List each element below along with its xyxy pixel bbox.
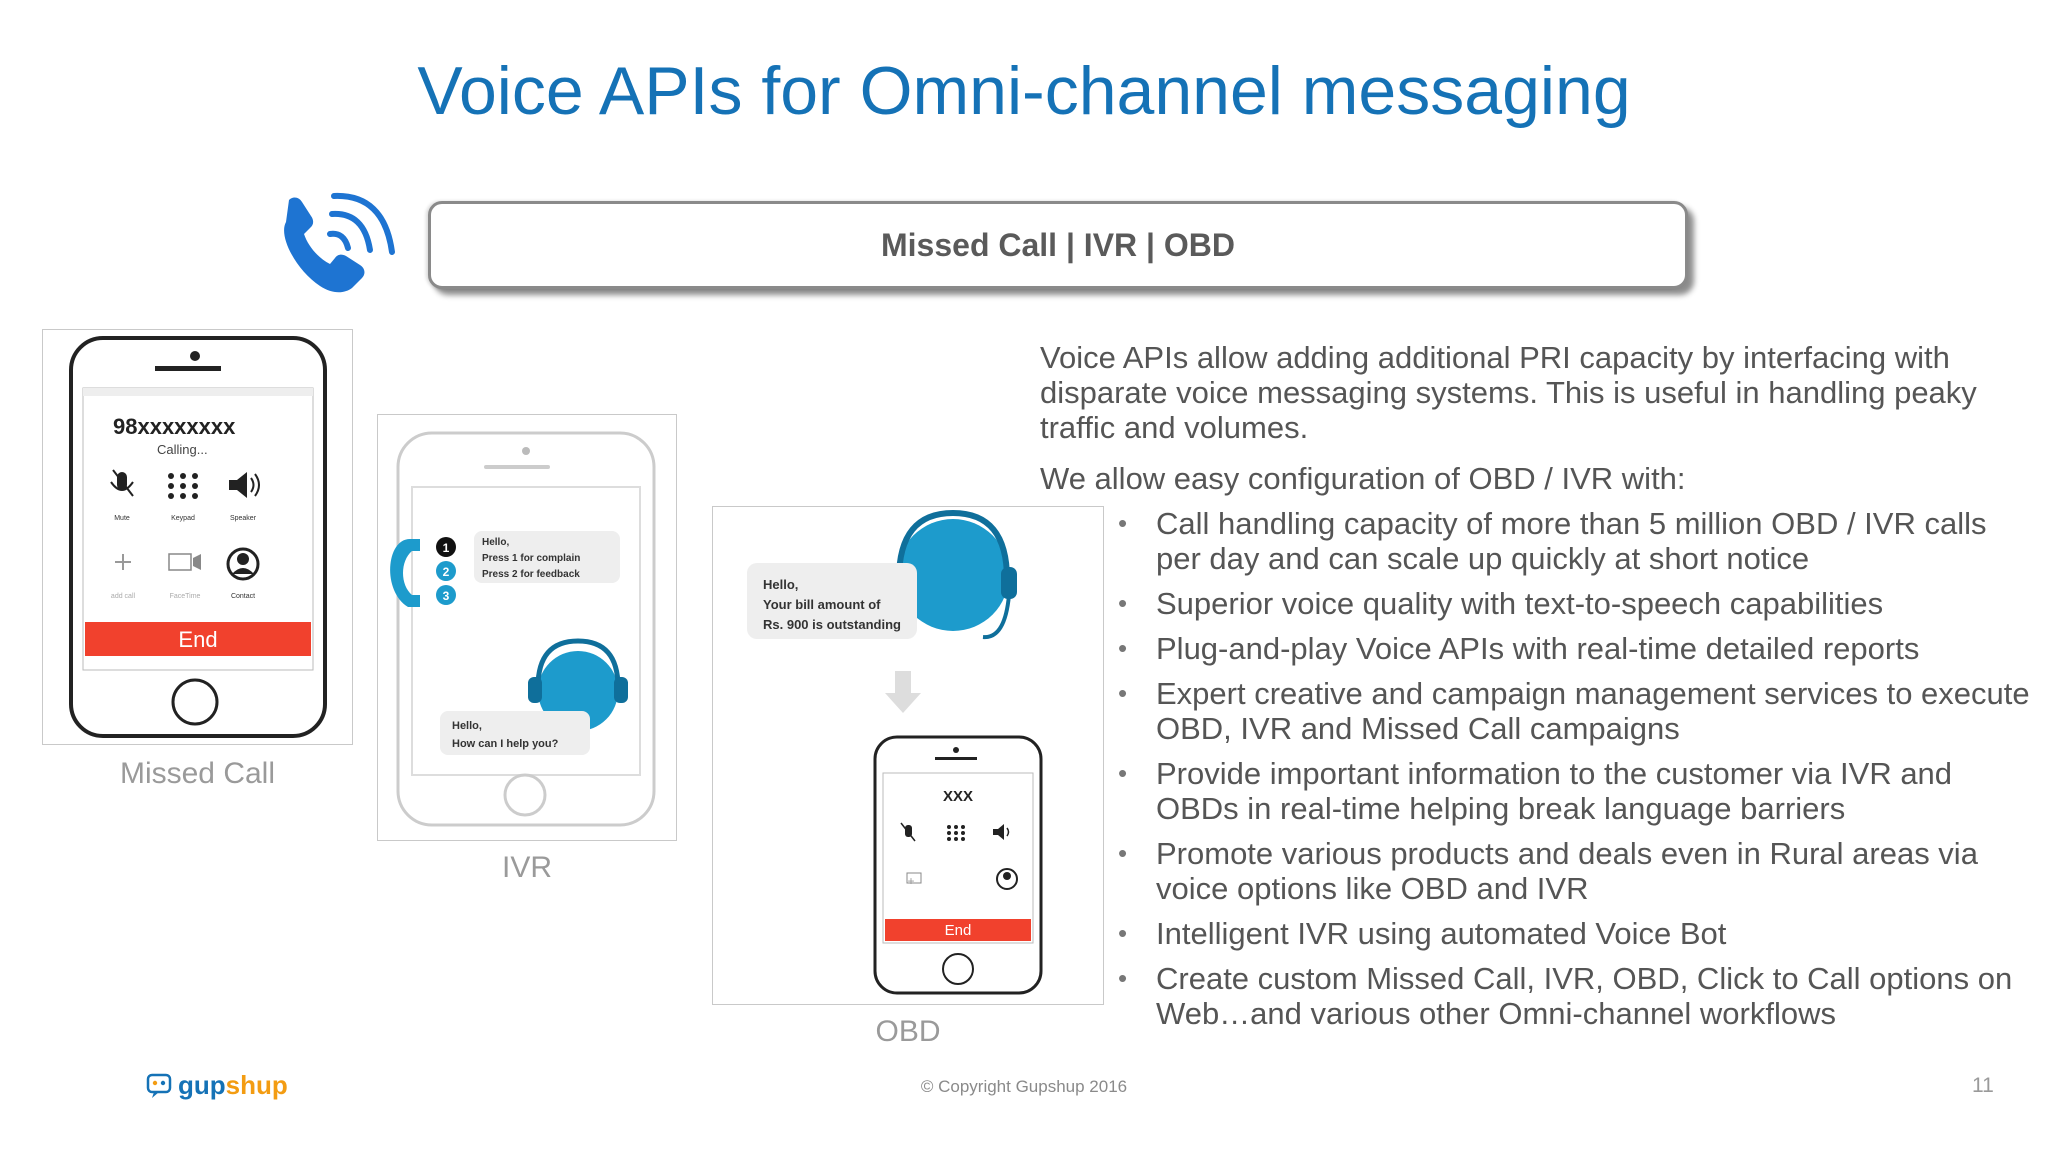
- svg-text:Mute: Mute: [114, 515, 130, 522]
- bullet: •: [1118, 678, 1128, 708]
- list-item: •Superior voice quality with text-to-spe…: [1118, 586, 1884, 621]
- bullet: •: [1118, 963, 1128, 993]
- svg-text:FaceTime: FaceTime: [170, 593, 201, 600]
- page-number: 11: [1972, 1074, 1994, 1097]
- feature-list: •Call handling capacity of more than 5 m…: [1040, 506, 2030, 1031]
- svg-text:Hello,: Hello,: [763, 577, 798, 592]
- bullet: •: [1118, 918, 1128, 948]
- bullet: •: [1118, 758, 1128, 788]
- list-item: •Promote various products and deals even…: [1118, 836, 1978, 906]
- logo-text-part2: shup: [225, 1070, 288, 1100]
- mute-icon: [110, 469, 134, 497]
- bullet: •: [1118, 838, 1128, 868]
- contact-icon: [996, 868, 1018, 890]
- list-item: •Expert creative and campaign management…: [1118, 676, 2030, 746]
- menu-option-2: [436, 561, 456, 581]
- facetime-icon: [168, 553, 201, 571]
- svg-text:End: End: [945, 922, 972, 939]
- list-item: •Create custom Missed Call, IVR, OBD, Cl…: [1118, 961, 2013, 1031]
- add-call-icon: [115, 554, 131, 570]
- missed-call-image: 98xxxxxxxx Calling... Mute Keypad Speake…: [42, 329, 353, 745]
- svg-text:Hello,: Hello,: [482, 537, 509, 548]
- camera-dot: [190, 351, 200, 361]
- mute-icon: [900, 822, 916, 842]
- list-item: •Call handling capacity of more than 5 m…: [1118, 506, 1987, 576]
- svg-text:Hello,: Hello,: [452, 720, 482, 732]
- slide-title: Voice APIs for Omni-channel messaging: [417, 53, 1631, 129]
- home-button: [942, 953, 974, 985]
- svg-text:Rs. 900 is outstanding: Rs. 900 is outstanding: [763, 617, 901, 632]
- contact-icon: [226, 547, 260, 581]
- bullet: •: [1118, 508, 1128, 538]
- missed-call-caption: Missed Call: [119, 757, 276, 790]
- add-call-icon: +: [907, 874, 914, 888]
- obd-caption: OBD: [875, 1015, 941, 1048]
- keypad-icon: [168, 473, 198, 499]
- list-item: •Provide important information to the cu…: [1118, 756, 1953, 826]
- channel-banner: Missed Call | IVR | OBD: [428, 201, 1688, 289]
- description-intro: We allow easy configuration of OBD / IVR…: [1040, 461, 1686, 496]
- missed-call-number: 98xxxxxxxx: [113, 414, 236, 439]
- banner-text: Missed Call | IVR | OBD: [881, 226, 1235, 263]
- logo-text-part1: gup: [178, 1070, 226, 1100]
- ivr-reply-bubble: [440, 711, 590, 755]
- ivr-handset-icon: [390, 539, 420, 607]
- ivr-image: 1 2 3 Hello, Press 1 for complain Press …: [377, 414, 677, 841]
- svg-text:How can I help you?: How can I help you?: [452, 738, 559, 750]
- svg-text:End: End: [178, 627, 217, 652]
- description-paragraph: Voice APIs allow adding additional PRI c…: [1040, 340, 1977, 445]
- speaker-icon: [229, 472, 260, 498]
- obd-image: Hello, Your bill amount of Rs. 900 is ou…: [712, 506, 1104, 1005]
- svg-text:Contact: Contact: [231, 593, 255, 600]
- facetime-icon: [906, 872, 922, 884]
- obd-message-bubble: [747, 563, 917, 639]
- end-call-button: [885, 919, 1031, 941]
- chat-logo-icon: [146, 1073, 172, 1098]
- svg-text:Press 1 for complain: Press 1 for complain: [482, 553, 580, 564]
- menu-option-1: [436, 537, 456, 557]
- menu-option-3: [436, 585, 456, 605]
- copyright-text: © Copyright Gupshup 2016: [920, 1077, 1128, 1096]
- svg-text:3: 3: [443, 589, 450, 603]
- bullet: •: [1118, 588, 1128, 618]
- svg-text:Keypad: Keypad: [171, 515, 195, 522]
- down-arrow-icon: [885, 671, 921, 713]
- ivr-menu-bubble: [474, 531, 620, 583]
- svg-text:Speaker: Speaker: [230, 515, 257, 522]
- obd-number: XXX: [943, 788, 973, 805]
- svg-text:Press 2 for feedback: Press 2 for feedback: [482, 569, 580, 580]
- description-block: Voice APIs allow adding additional PRI c…: [1040, 340, 2030, 1041]
- keypad-icon: [947, 825, 965, 841]
- svg-text:1: 1: [443, 541, 450, 555]
- svg-text:Your bill amount of: Your bill amount of: [763, 597, 881, 612]
- end-call-button: [85, 622, 311, 656]
- speaker-icon: [993, 824, 1010, 840]
- list-item: •Plug-and-play Voice APIs with real-time…: [1118, 631, 1920, 666]
- phone-call-icon: [284, 192, 395, 293]
- home-button: [171, 678, 219, 726]
- list-item: •Intelligent IVR using automated Voice B…: [1118, 916, 1727, 951]
- svg-text:2: 2: [443, 565, 450, 579]
- bullet: •: [1118, 633, 1128, 663]
- svg-text:add call: add call: [111, 593, 136, 600]
- ivr-caption: IVR: [501, 851, 552, 884]
- missed-call-status: Calling...: [157, 442, 208, 457]
